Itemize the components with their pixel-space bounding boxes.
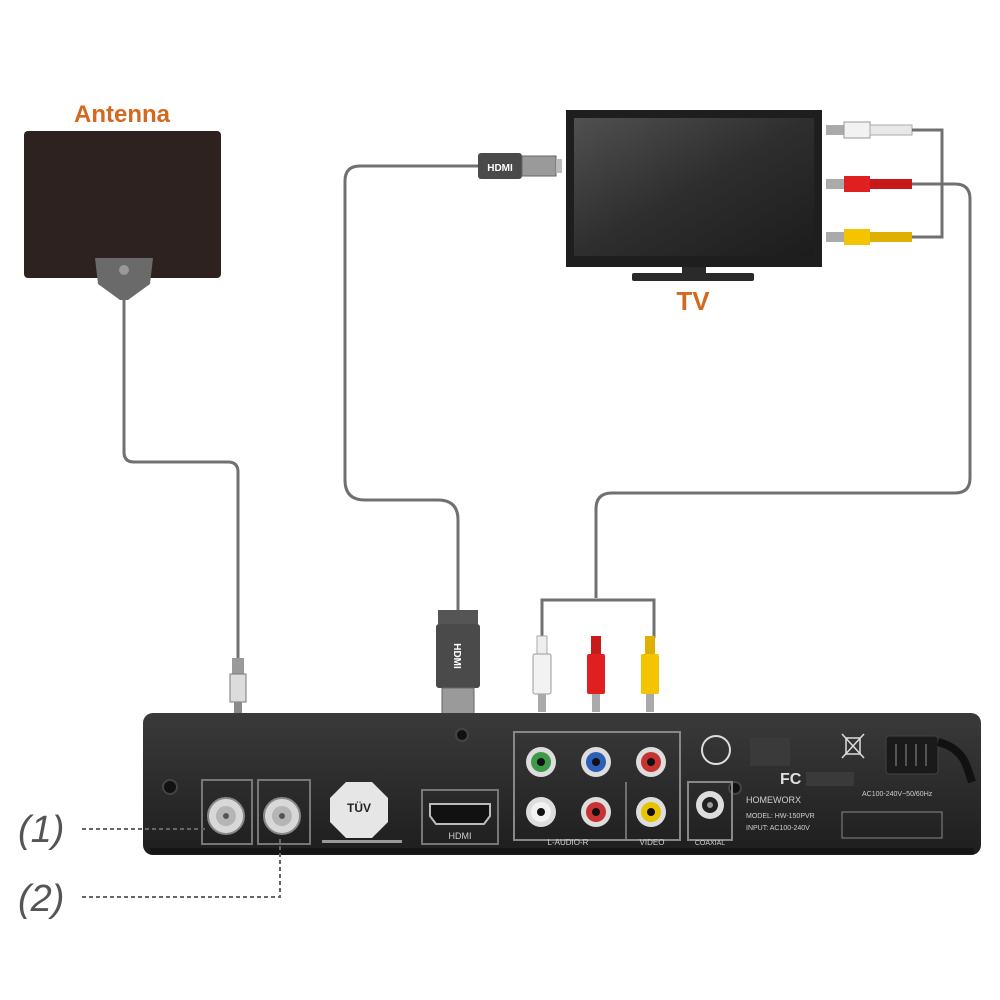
antenna-plug <box>229 658 247 714</box>
converter-box-icon <box>143 713 981 855</box>
screw-hdmi <box>455 728 469 742</box>
antenna: Antenna <box>24 101 221 300</box>
box-rca-red-plug <box>587 636 605 712</box>
jack-red-top <box>636 747 666 777</box>
screw-right-top <box>728 781 742 795</box>
rf-in-panel <box>201 779 253 845</box>
antenna-cable <box>122 300 240 660</box>
tv-screen <box>574 118 814 256</box>
callout-2-line <box>82 838 281 898</box>
etl-badge <box>701 735 731 765</box>
tuv-text: TÜV <box>347 800 371 815</box>
box-bottom-edge <box>150 848 974 854</box>
jack-green <box>526 747 556 777</box>
callout-1: (1) <box>18 809 208 851</box>
hdmi-port <box>429 803 491 825</box>
model-text: MODEL: HW-150PVR <box>746 813 815 820</box>
tv-rca-white-plug <box>826 121 913 139</box>
jack-red-bottom <box>581 797 611 827</box>
rca-cable <box>594 182 972 598</box>
port-1-label: (1) <box>18 809 64 851</box>
tv-label: TV <box>676 286 710 316</box>
power-cord <box>885 735 976 784</box>
callout-2: (2) <box>18 838 281 920</box>
rf-out-panel <box>257 779 311 845</box>
tv-rca-yellow-plug <box>826 229 912 245</box>
hdmi-plug-bottom-label: HDMI <box>451 643 462 669</box>
hdmi-port-label: HDMI <box>449 831 472 841</box>
antenna-mount <box>95 258 153 300</box>
hdmi-plug-top: HDMI <box>478 153 562 179</box>
cert-text-block <box>750 738 790 766</box>
video-label: VIDEO <box>640 838 665 847</box>
antenna-icon <box>24 131 221 278</box>
converter-box: TÜV HDMI L-AUDIO-R VIDEO COAXIAL FC HOME… <box>143 713 981 855</box>
box-rca-white-plug <box>532 635 552 712</box>
tv-stand-neck <box>682 267 706 273</box>
hdmi-port-panel <box>421 789 499 845</box>
rf-out-port <box>263 797 301 835</box>
fc-text-block <box>806 772 854 786</box>
warning-label <box>841 811 943 839</box>
power-text: AC100-240V~50/60Hz <box>862 791 933 798</box>
input-text: INPUT: AC100-240V <box>746 825 810 832</box>
screw-left <box>162 779 178 795</box>
fine-print-left <box>322 840 402 843</box>
box-rca-yellow-plug <box>641 636 659 712</box>
port-2-label: (2) <box>18 878 64 920</box>
rf-in-port <box>207 797 245 835</box>
hdmi-cable <box>343 164 480 610</box>
tuv-badge: TÜV <box>330 782 388 838</box>
jack-yellow <box>636 797 666 827</box>
audio-label: L-AUDIO-R <box>548 838 589 847</box>
antenna-mount-hole <box>119 265 129 275</box>
jack-white <box>526 797 556 827</box>
jack-blue <box>581 747 611 777</box>
coaxial-label: COAXIAL <box>695 840 725 847</box>
av-jack-panel <box>513 731 681 841</box>
hdmi-plug-bottom: HDMI <box>436 610 480 719</box>
box-rca-bracket <box>540 598 656 638</box>
weee-bin-icon <box>841 733 865 759</box>
fc-mark: FC <box>780 771 802 788</box>
brand-text: HOMEWORX <box>746 795 801 805</box>
television: TV <box>566 110 822 316</box>
tv-stand-base <box>632 273 754 281</box>
antenna-label: Antenna <box>74 101 171 128</box>
coaxial-port <box>696 791 724 819</box>
coaxial-panel <box>687 781 733 841</box>
hdmi-plug-top-label: HDMI <box>487 163 513 174</box>
tv-rca-red-plug <box>826 176 912 192</box>
